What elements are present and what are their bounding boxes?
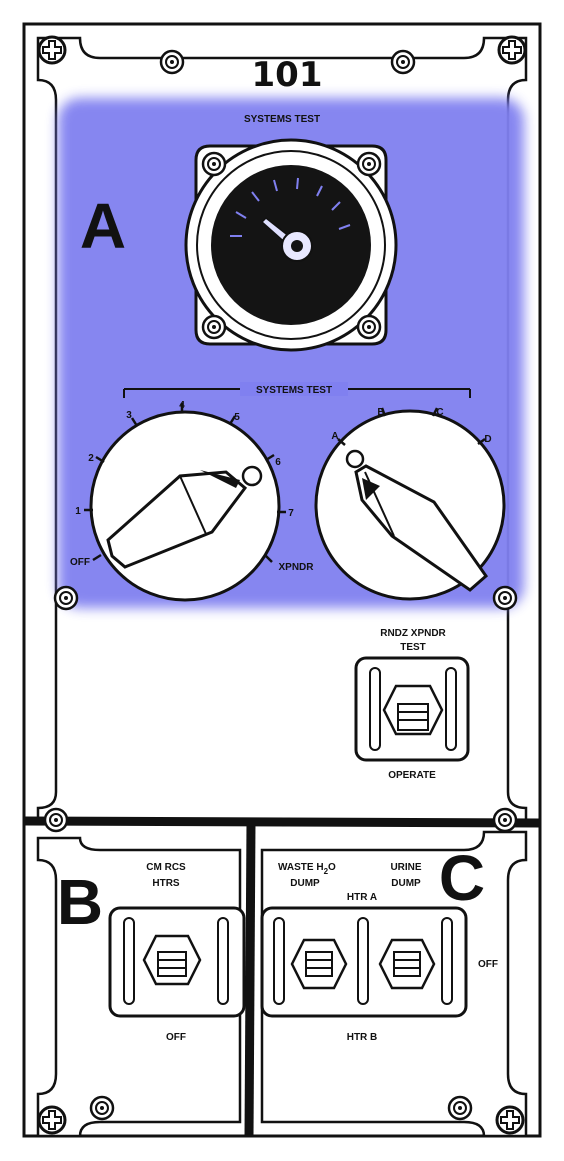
- systems-test-meter: [184, 138, 398, 352]
- right-dial-position-a: A: [331, 431, 338, 442]
- urine-dump-label-line2: DUMP: [391, 878, 421, 889]
- screw-icon: [53, 585, 79, 611]
- right-dial-position-c: C: [436, 407, 443, 418]
- left-dial-position-off: OFF: [70, 557, 90, 568]
- waste-dump-label-line1: WASTE H2O: [278, 862, 336, 876]
- htr-a-label: HTR A: [347, 892, 377, 903]
- phillips-screw-icon: [497, 35, 527, 65]
- htr-b-label: HTR B: [347, 1032, 378, 1043]
- cm-rcs-label-line2: HTRS: [152, 878, 180, 889]
- meter-title: SYSTEMS TEST: [244, 114, 320, 125]
- section-b-letter: B: [57, 866, 103, 938]
- right-dial-position-b: B: [377, 407, 384, 418]
- right-dial-position-d: D: [484, 434, 491, 445]
- left-dial-position-5: 5: [234, 412, 240, 423]
- divider-vertical: [244, 821, 256, 1137]
- left-dial-position-7: 7: [288, 508, 294, 519]
- phillips-screw-icon: [495, 1105, 525, 1135]
- left-dial-position-2: 2: [88, 453, 94, 464]
- section-a-letter: A: [80, 190, 126, 262]
- waste-dump-label-line2: DUMP: [290, 878, 320, 889]
- phillips-screw-icon: [37, 35, 67, 65]
- screw-icon: [447, 1095, 473, 1121]
- screw-icon: [390, 49, 416, 75]
- screw-icon: [89, 1095, 115, 1121]
- urine-dump-switch[interactable]: [378, 938, 436, 990]
- screw-icon: [43, 807, 69, 833]
- screw-icon: [159, 49, 185, 75]
- left-dial-position-3: 3: [126, 410, 132, 421]
- rndz-label-line1: RNDZ XPNDR: [380, 628, 446, 639]
- left-dial-position-6: 6: [275, 457, 281, 468]
- screw-icon: [492, 807, 518, 833]
- systems-test-selector-left[interactable]: [84, 403, 286, 602]
- left-dial-position-xpndr: XPNDR: [278, 562, 314, 573]
- cm-rcs-label-line1: CM RCS: [146, 862, 186, 873]
- left-dial-position-1: 1: [75, 506, 81, 517]
- section-c-off-label: OFF: [478, 959, 498, 970]
- rndz-xpndr-test-switch[interactable]: [354, 656, 470, 762]
- screw-icon: [492, 585, 518, 611]
- divider-horizontal: [23, 816, 541, 828]
- cm-rcs-bottom-label: OFF: [166, 1032, 186, 1043]
- systems-test-bracket-label: SYSTEMS TEST: [256, 385, 332, 396]
- section-c-letter: C: [439, 842, 485, 914]
- left-dial-position-4: 4: [179, 400, 185, 411]
- systems-test-selector-right[interactable]: [314, 407, 506, 601]
- rndz-bottom-label: OPERATE: [388, 770, 436, 781]
- systems-test-bracket: [123, 382, 471, 398]
- phillips-screw-icon: [37, 1105, 67, 1135]
- rndz-label-line2: TEST: [400, 642, 426, 653]
- waste-h2o-dump-switch[interactable]: [260, 906, 468, 1018]
- cm-rcs-htrs-switch[interactable]: [108, 906, 246, 1018]
- panel-number: 101: [252, 55, 323, 95]
- urine-dump-label-line1: URINE: [390, 862, 421, 873]
